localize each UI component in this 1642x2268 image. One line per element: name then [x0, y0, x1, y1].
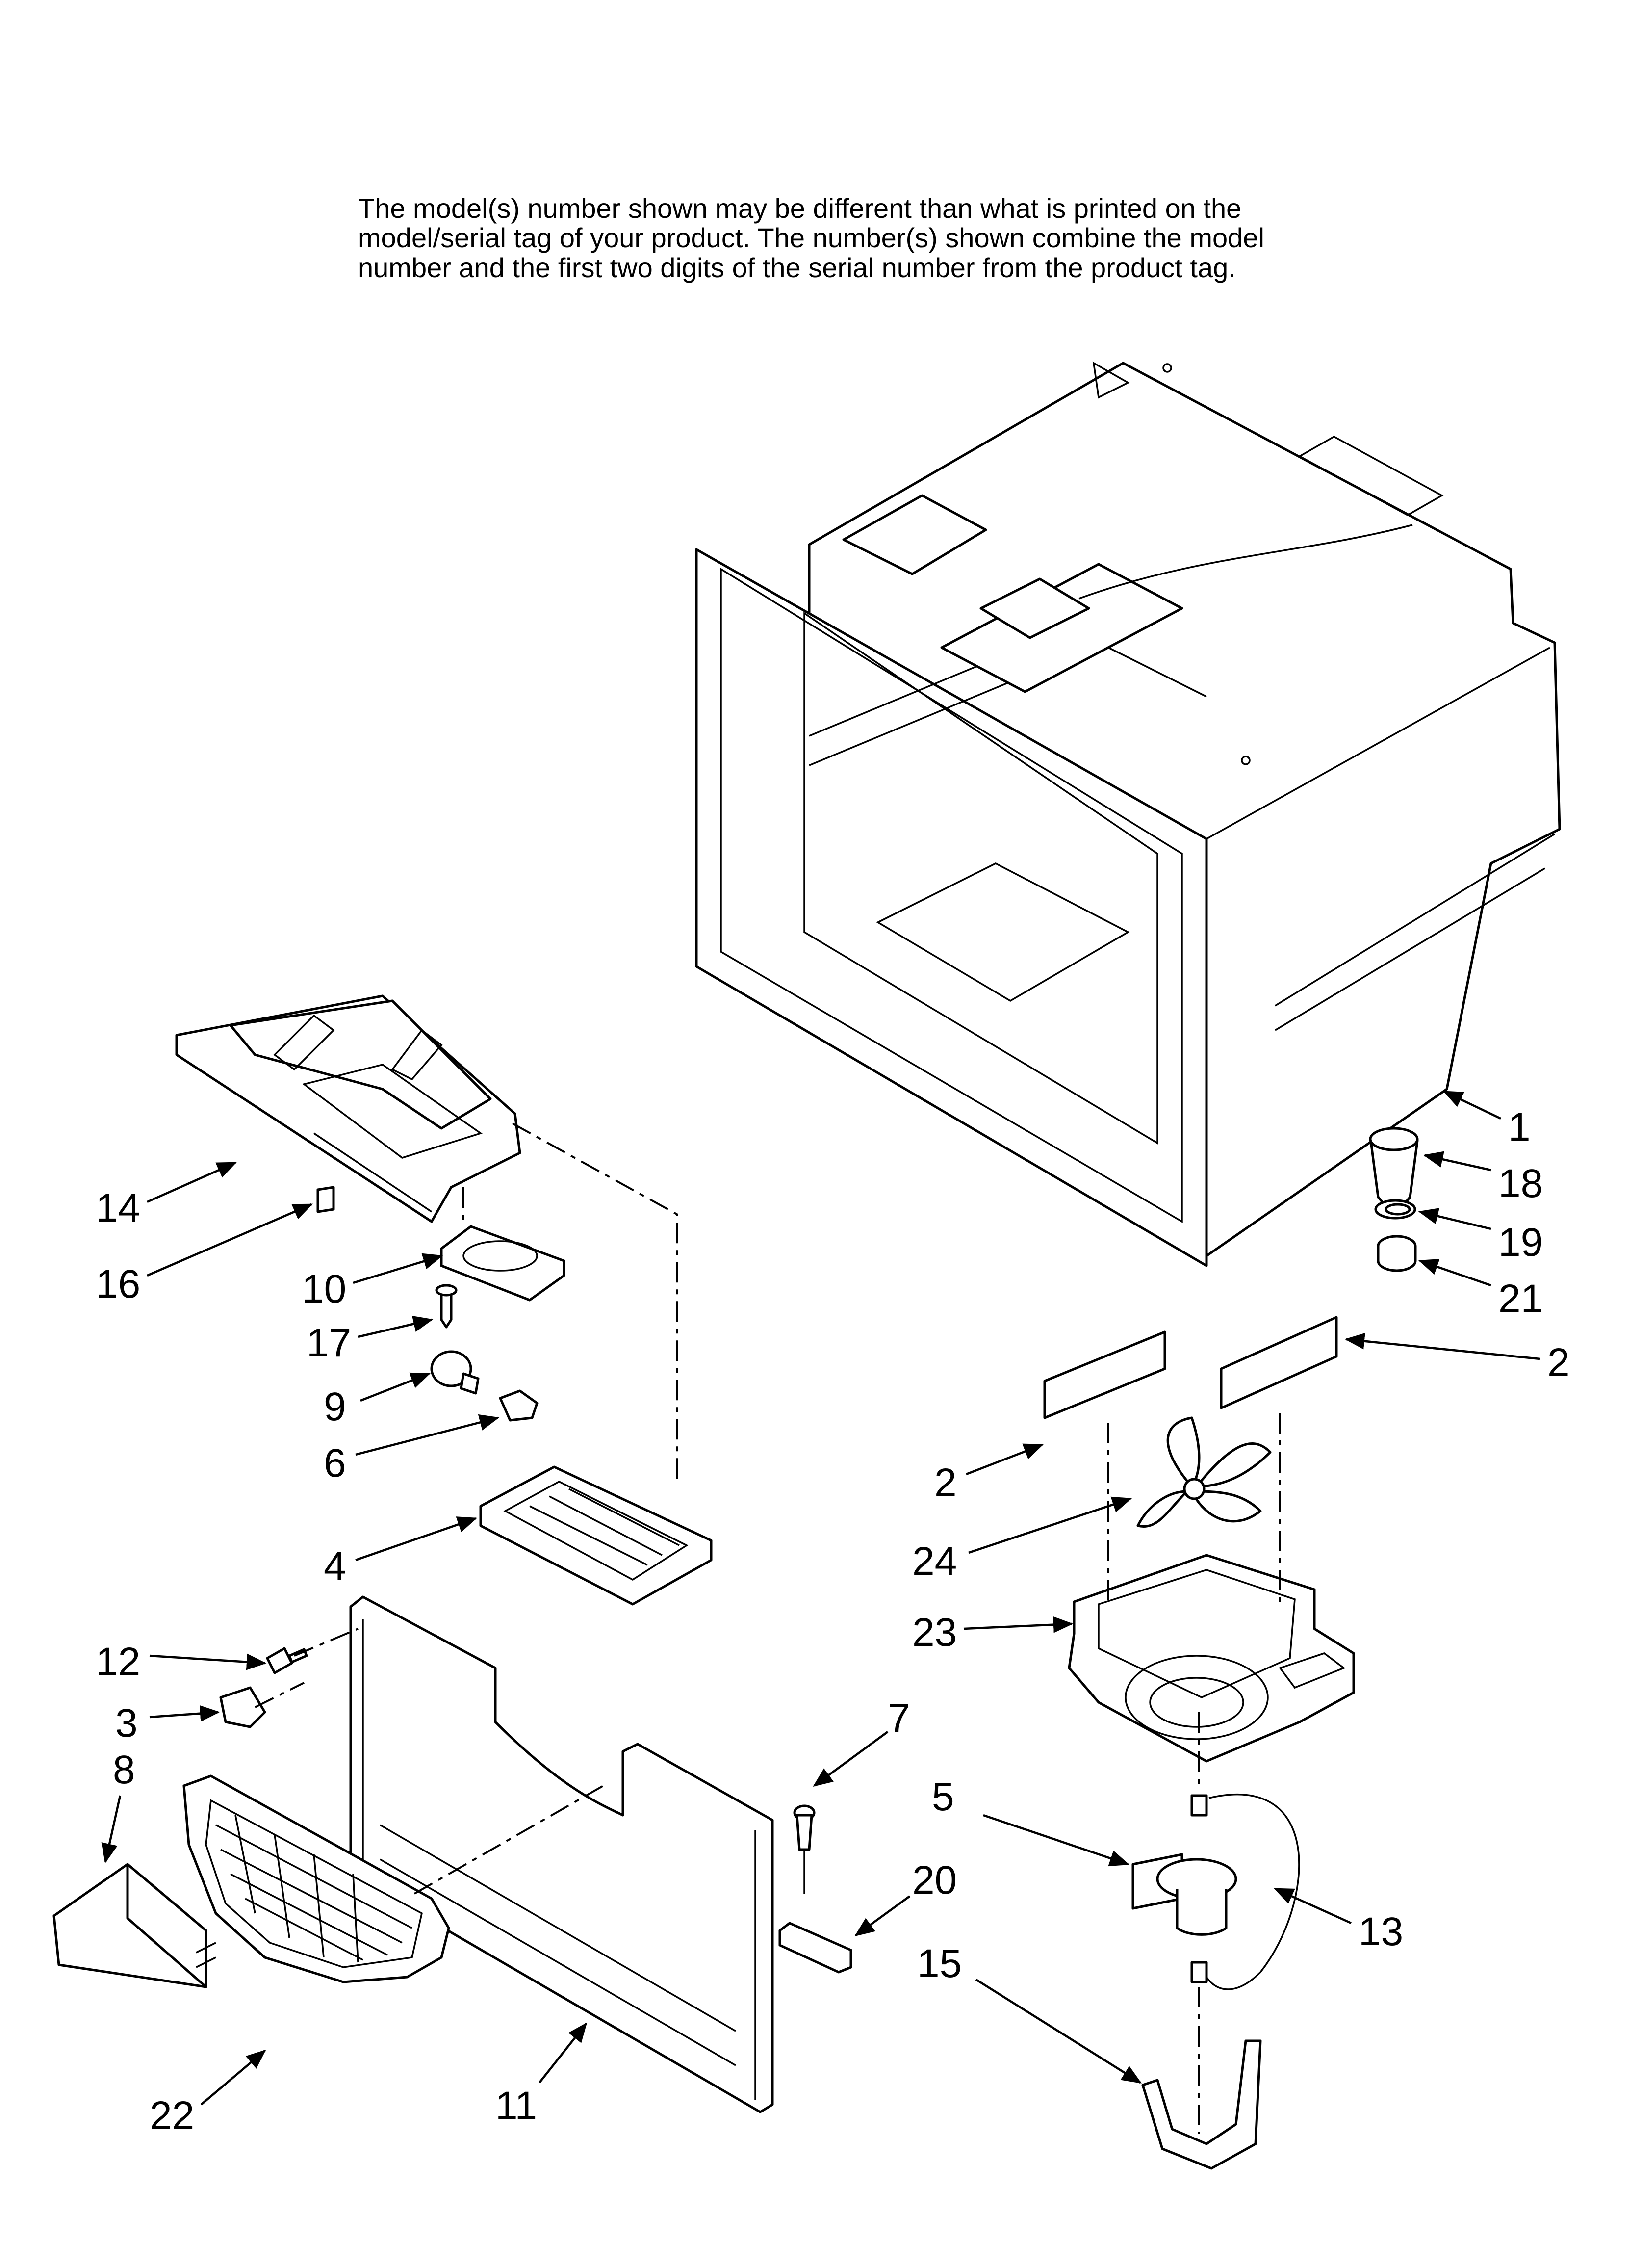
thermistor-part-7 [793, 1804, 816, 1894]
callout-10: 10 [302, 1267, 346, 1311]
screw-part-12 [266, 1647, 308, 1674]
assembly-guide-lines [255, 1122, 1281, 2134]
screw-part-17 [435, 1284, 458, 1329]
light-housing-part-14 [175, 994, 521, 1223]
freezer-liner-part-1 [695, 361, 1561, 1267]
wire-harness-part-13 [1206, 1794, 1300, 1990]
drain-parts [1369, 1127, 1419, 1272]
rear-panel-part-11 [349, 1595, 774, 2113]
callout-23: 23 [912, 1610, 957, 1655]
callout-5: 5 [932, 1774, 954, 1819]
lamp-cover-part-10 [440, 1225, 565, 1302]
foam-strip-part-20 [778, 1922, 852, 1974]
clip-part-16 [316, 1186, 335, 1213]
callout-19: 19 [1498, 1220, 1543, 1265]
callout-14: 14 [96, 1186, 140, 1230]
callout-17: 17 [307, 1321, 351, 1365]
clip-part-3 [219, 1686, 266, 1728]
note-line-1: The model(s) number shown may be differe… [358, 193, 1242, 224]
fan-shroud-part-23 [1068, 1554, 1355, 1763]
callout-2-right: 2 [1547, 1340, 1570, 1385]
callout-20: 20 [912, 1858, 957, 1903]
callout-16: 16 [96, 1262, 140, 1306]
callout-12: 12 [96, 1640, 140, 1684]
light-shield-part-4 [479, 1465, 713, 1606]
note-line-3: number and the first two digits of the s… [358, 252, 1236, 283]
cover-part-8 [52, 1863, 216, 1988]
fan-motor-part-5 [1131, 1794, 1237, 1983]
callout-labels: 1 18 19 21 2 2 24 23 7 5 13 20 15 14 16 … [96, 1105, 1570, 2138]
callout-6: 6 [324, 1441, 346, 1486]
callout-13: 13 [1359, 1909, 1403, 1954]
note-line-2: model/serial tag of your product. The nu… [358, 222, 1264, 254]
lamp-socket-part-6 [499, 1389, 539, 1422]
front-grille-part-22 [182, 1774, 450, 1983]
callout-1: 1 [1508, 1105, 1531, 1149]
callout-22: 22 [150, 2093, 194, 2138]
callout-11: 11 [495, 2084, 537, 2128]
callout-3: 3 [115, 1701, 138, 1746]
model-number-note: The model(s) number shown may be differe… [358, 193, 1486, 283]
fan-blade-part-24 [1136, 1416, 1272, 1528]
callout-2-left: 2 [934, 1460, 957, 1505]
motor-bracket-part-15 [1141, 2039, 1262, 2170]
light-bulb-part-9 [430, 1350, 480, 1395]
callout-8: 8 [113, 1747, 135, 1792]
callout-21: 21 [1498, 1277, 1543, 1321]
callout-15: 15 [917, 1941, 962, 1986]
callout-4: 4 [324, 1544, 346, 1589]
callout-9: 9 [324, 1384, 346, 1429]
callout-24: 24 [912, 1539, 957, 1584]
callout-18: 18 [1498, 1161, 1543, 1206]
callout-7: 7 [888, 1696, 910, 1741]
foam-blocks-part-2 [1043, 1316, 1338, 1419]
leader-lines [101, 1090, 1540, 2106]
